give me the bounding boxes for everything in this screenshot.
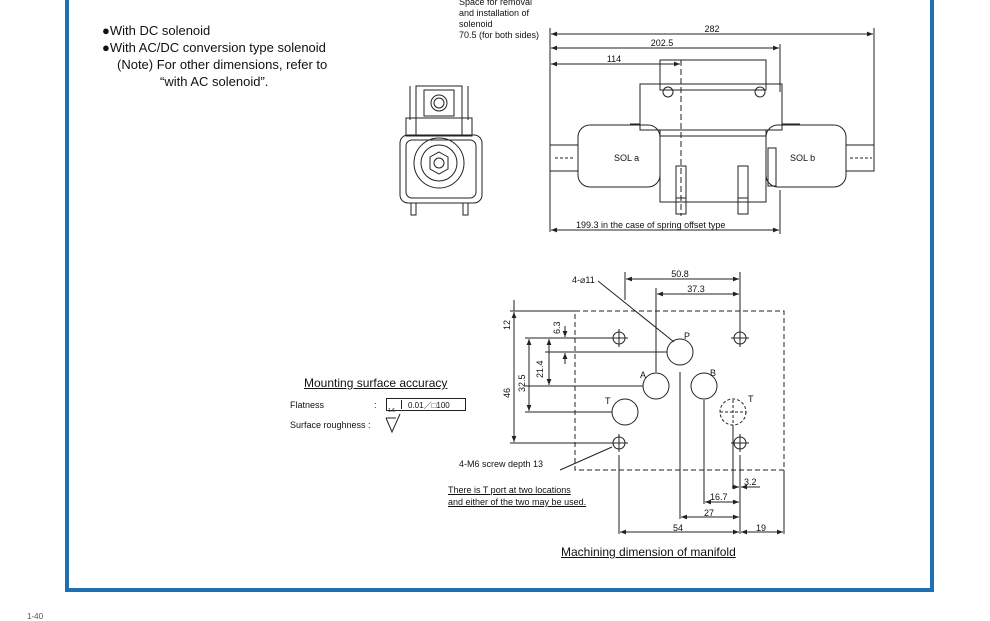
dim-16-7: 16.7 <box>710 492 728 502</box>
dim-282: 282 <box>704 24 719 34</box>
accuracy-title: Mounting surface accuracy <box>304 376 448 390</box>
valve-labels: 282 202.5 114 SOL a SOL b 199.3 in the c… <box>576 24 815 230</box>
port-t-left-label: T <box>605 396 611 406</box>
dim-6-3: 6.3 <box>552 321 562 334</box>
t-note-line-2: and either of the two may be used. <box>448 497 587 507</box>
valve-side-view <box>399 85 483 216</box>
flatness-box: 0.01／□100 <box>386 398 466 411</box>
note-dc: ●With DC solenoid <box>102 23 211 38</box>
dim-21-4: 21.4 <box>535 360 545 378</box>
removal-line-4: 70.5 (for both sides) <box>459 30 540 40</box>
dim-46: 46 <box>502 388 512 398</box>
note-ac: “with AC solenoid”. <box>160 74 269 89</box>
port-a-label: A <box>640 370 646 380</box>
dim-3-2: 3.2 <box>744 477 757 487</box>
removal-line-2: and installation of <box>459 8 530 18</box>
dim-37-3: 37.3 <box>687 284 705 294</box>
dim-32-5: 32.5 <box>517 374 527 392</box>
t-note-line-1: There is T port at two locations <box>448 485 571 495</box>
content-frame <box>65 0 934 592</box>
hole-dia-label: 4-⌀11 <box>572 275 595 285</box>
flatness-colon: : <box>374 400 377 410</box>
valve-dimensions <box>549 28 875 234</box>
page-number: 1-40 <box>27 612 44 621</box>
note-refer: (Note) For other dimensions, refer to <box>117 57 328 72</box>
dim-199-3: 199.3 in the case of spring offset type <box>576 220 725 230</box>
port-b-label: B <box>710 368 716 378</box>
manifold-caption: Machining dimension of manifold <box>561 545 736 559</box>
dim-12: 12 <box>502 320 512 330</box>
solenoid-notes: ●With DC solenoid ●With AC/DC conversion… <box>102 22 327 90</box>
sol-b-label: SOL b <box>790 153 815 163</box>
sol-a-label: SOL a <box>614 153 639 163</box>
flatness-label: Flatness <box>290 400 325 410</box>
note-acdc: ●With AC/DC conversion type solenoid <box>102 40 326 55</box>
dim-27: 27 <box>704 508 714 518</box>
roughness-symbol <box>385 413 401 434</box>
t-port-note: There is T port at two locations and eit… <box>448 484 586 508</box>
manifold-dimensions <box>510 272 785 535</box>
removal-note: Space for removal and installation of so… <box>459 0 539 41</box>
port-t-right-label: T <box>748 394 754 404</box>
valve-front-view <box>549 59 875 216</box>
dim-202-5: 202.5 <box>651 38 674 48</box>
roughness-value: 1.6 <box>388 408 395 414</box>
dim-54: 54 <box>673 523 683 533</box>
dim-19: 19 <box>756 523 766 533</box>
port-p-label: P <box>684 331 690 341</box>
flatness-icon <box>389 400 402 409</box>
removal-line-1: Space for removal <box>459 0 533 7</box>
dim-50-8: 50.8 <box>671 269 689 279</box>
removal-line-3: solenoid <box>459 19 493 29</box>
flatness-value: 0.01／□100 <box>408 401 450 410</box>
manifold-labels: 4-⌀11 50.8 37.3 P A B T T 4-M6 screw dep… <box>388 269 766 533</box>
roughness-label: Surface roughness : <box>290 420 371 430</box>
screw-label: 4-M6 screw depth 13 <box>459 459 543 469</box>
dim-114: 114 <box>607 54 621 64</box>
